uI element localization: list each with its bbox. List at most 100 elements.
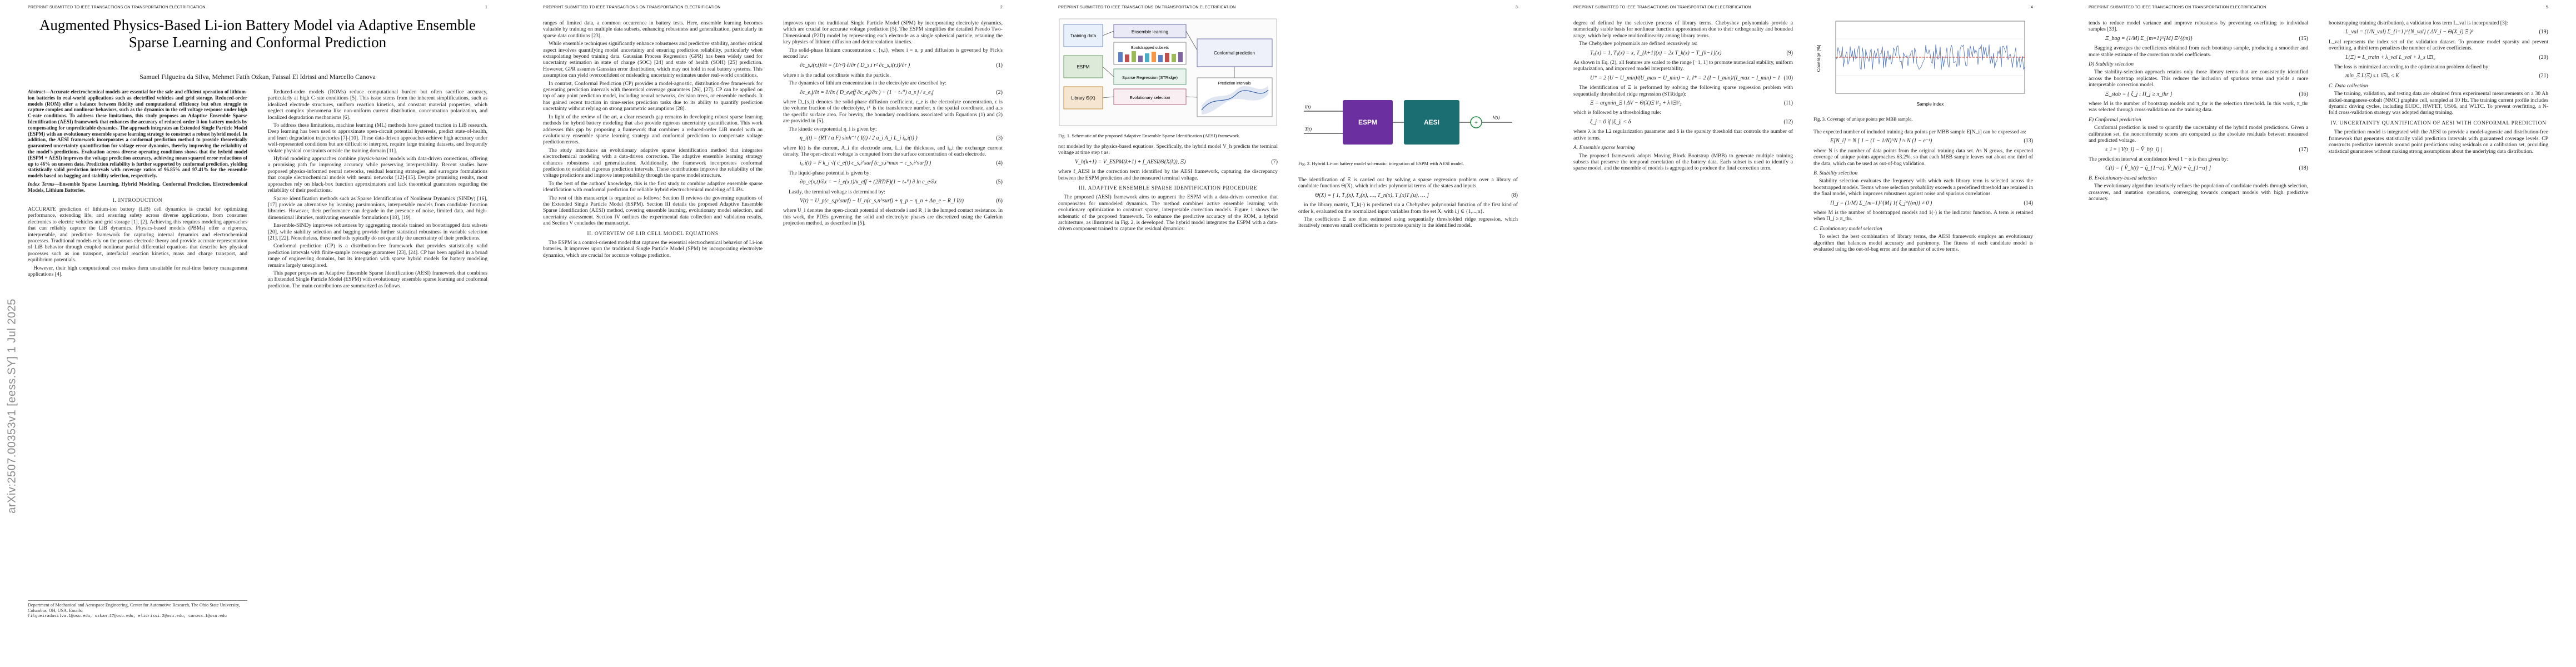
espm-block [1343,100,1393,145]
right-column: bootstrapping training distribution), a … [2329,20,2548,156]
subsection-heading: C. Data collection [2329,82,2368,89]
aesi-framework-diagram: Training data ESPM Library Θ(X) Ensemble… [1059,18,1277,126]
figure-3-caption: Fig. 3. Coverage of unique points per MB… [1813,116,1913,122]
output-label: Prediction intervals [1218,82,1251,86]
paragraph: The evolutionary algorithm iteratively r… [2089,183,2308,202]
equation: η_i(t) = (RT / α F) sinh⁻¹ ( I(t) / 2 a_… [800,135,1003,142]
paragraph: bootstrapping training distribution), a … [2329,20,2508,26]
subsection-heading: E) Conformal prediction [2089,116,2141,123]
paragraph: which is followed by a thresholding rule… [1573,109,1661,116]
running-header: PREPRINT SUBMITTED TO IEEE TRANSACTIONS … [1573,6,2033,9]
equation: E[N_i] = N [ 1 − (1 − 1/N)^N ] ≈ N (1 − … [1830,138,2033,145]
page-5: PREPRINT SUBMITTED TO IEEE TRANSACTIONS … [2061,0,2576,667]
paragraph: The identification of Ξ is performed by … [1573,84,1793,97]
paragraph: ranges of limited data, a common occurre… [543,20,763,39]
evolution-box [1113,88,1187,105]
ensemble-box [1113,24,1187,38]
paragraph: The Chebyshev polynomials are defined re… [1579,41,1698,47]
paragraph: Stability selection evaluates the freque… [1813,178,2033,197]
prediction-band [1202,86,1268,115]
paragraph: improves upon the traditional Single Par… [783,20,1003,46]
section-heading: III. ADAPTIVE ENSEMBLE SPARSE IDENTIFICA… [1078,185,1258,192]
paragraph: Conformal prediction (CP) is a distribut… [268,243,487,268]
paragraph: To select the best combination of librar… [1813,233,2033,253]
paragraph: The study introduces an evolutionary ada… [543,147,763,179]
right-column: The expected number of included training… [1813,129,2033,255]
equation: L_val = (1/N_val) Σ_{i=1}^{N_val} ( ΔV_i… [2345,29,2548,36]
paragraph: The proposed framework adopts Moving Blo… [1573,152,1793,172]
page-3: PREPRINT SUBMITTED TO IEEE TRANSACTIONS … [1030,0,1546,667]
figure-2-caption: Fig. 2. Hybrid Li-ion battery model sche… [1298,161,1464,166]
arxiv-stamp[interactable]: arXiv:2507.00353v1 [eess.SY] 1 Jul 2025 [6,298,18,514]
running-header: PREPRINT SUBMITTED TO IEEE TRANSACTIONS … [1058,6,1518,9]
y-axis-label: Coverage [%] [1816,45,1821,72]
page-number: 3 [1515,6,1518,9]
output-voltage-label: V(t) [1493,115,1500,120]
paragraph: degree of defined by the selective proce… [1573,20,1793,39]
paragraph: The proposed (AESI) framework aims to au… [1058,194,1278,232]
paragraph: where D_{s,i} denotes the solid-phase di… [783,99,1003,125]
subsection-heading: C. Evolutionary model selection [1813,225,1882,232]
page-number: 1 [485,6,487,9]
paragraph: As shown in Eq. (2), all features are sc… [1573,59,1793,72]
output-box [1197,77,1273,117]
input-temp-label: T(t) [1305,127,1312,132]
library-label: Library Θ(X) [1071,96,1095,101]
x-axis-label: Sample index [1917,102,1944,107]
paper-authors: Samuel Filgueira da Silva, Mehmet Fatih … [139,73,376,81]
section-heading: II. OVERVIEW OF LIB CELL MODEL EQUATIONS [587,230,719,237]
paragraph: The ESPM is a control-oriented model tha… [543,240,763,258]
running-title: PREPRINT SUBMITTED TO IEEE TRANSACTIONS … [28,6,206,9]
equation: s_i = | V(t_i) − V̂_h(t_i) |(17) [2105,146,2308,153]
intro-paragraph: However, their high computational cost m… [28,265,247,278]
right-column: The identification of Ξ is carried out b… [1298,177,1518,231]
paragraph: The training, validation, and testing da… [2329,91,2548,116]
equation: V_h(k+1) = V_ESPM(k+1) + f_AESI(Θ(X(k)),… [1075,158,1278,165]
author-emails: filgueiradasilva.1@osu.edu, ozkan.17@osu… [28,614,227,619]
figure-3: Sample index Coverage [%] Fig. 3. Covera… [1813,17,2033,122]
paragraph: where f_AESI is the correction term iden… [1058,168,1278,181]
equation: Ξ = argmin_Ξ ‖ ΔV − Θ(X)Ξ ‖²₂ + λ ‖Ξ‖²₂(… [1590,100,1793,107]
paragraph: not modeled by the physics-based equatio… [1058,143,1278,156]
page-2: PREPRINT SUBMITTED TO IEEE TRANSACTIONS … [515,0,1030,667]
conformal-label: Conformal prediction [1214,51,1255,56]
training-data-box [1063,24,1103,47]
equation: min_Ξ L(Ξ) s.t. ‖Ξ‖₀ ≤ K(21) [2345,73,2548,79]
ensemble-label: Ensemble learning [1132,29,1168,34]
input-current-label: I(t) [1304,104,1311,109]
section-heading-introduction: I. INTRODUCTION [112,197,163,203]
paragraph: Conformal prediction is used to quantify… [2089,125,2308,144]
paragraph: The kinetic overpotential η_i is given b… [789,126,877,132]
paragraph: While ensemble techniques significantly … [543,41,763,79]
left-column: tends to reduce model variance and impro… [2089,20,2308,203]
coverage-series-line [1835,44,2025,70]
bootstrap-label: Bootstrapped subsets [1131,46,1169,50]
equation: ∂c_e,j/∂t = ∂/∂x ( D_e,eff ∂c_e,j/∂x ) +… [800,89,1003,96]
equation: U* = 2 (U − U_min)/(U_max − U_min) − 1, … [1590,74,1793,81]
paragraph: L_val represents the index set of the va… [2329,38,2548,52]
equation: L(Ξ) = L_train + λ_val L_val + λ_s ‖Ξ‖₀(… [2345,54,2548,61]
paragraph: The loss is minimized according to the o… [2334,64,2490,71]
hybrid-model-diagram: I(t) T(t) ESPM AESI + V(t) [1304,100,1512,145]
abstract: Abstract—Accurate electrochemical models… [28,89,247,179]
sparse-regression-box [1113,68,1187,85]
paragraph: Ensemble-SINDy improves robustness by ag… [268,222,487,241]
paragraph: The liquid-phase potential is given by: [789,170,871,176]
espm-label: ESPM [1077,64,1090,69]
subsection-heading: D) Stability selection [2089,61,2134,68]
left-column: ranges of limited data, a common occurre… [543,20,763,260]
left-column: Abstract—Accurate electrochemical models… [28,89,247,279]
paragraph: The prediction model is integrated with … [2329,129,2548,155]
paragraph: Hybrid modeling approaches combine physi… [268,156,487,194]
figure-1-caption: Fig. 1. Schematic of the proposed Adapti… [1058,133,1240,138]
evolution-label: Evolutionary selection [1130,95,1170,100]
intro-paragraph: ACCURATE prediction of lithium-ion batte… [28,206,247,263]
equation: Ξ_stab = { ξ_j : Π_j ≥ π_thr }(16) [2105,91,2308,97]
paragraph: where U_i denotes the open-circuit poten… [783,207,1003,227]
conformal-box [1197,38,1273,67]
equation: Π_j = (1/M) Σ_{m=1}^{M} 1( ξ_j^{(m)} ≠ 0… [1830,200,2033,206]
running-header: PREPRINT SUBMITTED TO IEEE TRANSACTIONS … [543,6,1003,9]
paragraph: The solid-phase lithium concentration c_… [783,47,1003,60]
equation: C(t) = [ V̂_h(t) − q̂_{1−α}, V̂_h(t) + q… [2105,165,2308,172]
paragraph: The expected number of included training… [1813,129,2026,135]
